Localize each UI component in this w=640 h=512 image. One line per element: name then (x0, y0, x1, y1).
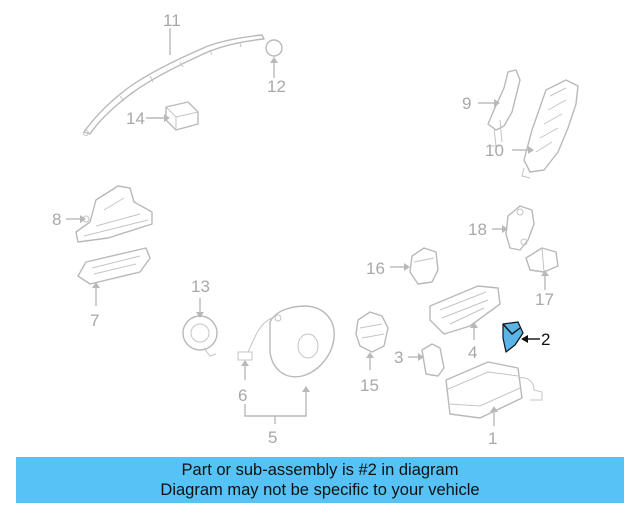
callout-3: 3 (394, 348, 424, 367)
svg-text:12: 12 (267, 77, 286, 96)
callout-18: 18 (468, 220, 508, 239)
callout-2: 2 (521, 330, 550, 349)
part-9-pillar-trim (487, 69, 521, 147)
callout-7: 7 (90, 282, 100, 330)
part-1-airbag-module (445, 361, 543, 419)
callout-10: 10 (485, 141, 534, 160)
callout-6: 6 (238, 360, 249, 405)
svg-text:1: 1 (488, 429, 497, 448)
banner-line-2: Diagram may not be specific to your vehi… (160, 481, 480, 499)
svg-text:14: 14 (126, 109, 145, 128)
svg-text:5: 5 (268, 428, 277, 447)
banner-line-1: Part or sub-assembly is #2 in diagram (181, 461, 459, 479)
callout-9: 9 (462, 94, 500, 113)
callout-14: 14 (126, 109, 170, 128)
svg-text:18: 18 (468, 220, 487, 239)
svg-text:15: 15 (360, 376, 379, 395)
callout-5: 5 (244, 386, 310, 447)
info-banner: Part or sub-assembly is #2 in diagram Di… (16, 457, 624, 503)
svg-text:17: 17 (535, 290, 554, 309)
part-5-driver-airbag (237, 305, 335, 378)
part-7-knee-airbag (77, 247, 151, 285)
callout-8: 8 (52, 210, 86, 229)
part-8-bracket (75, 185, 153, 243)
callout-16: 16 (366, 259, 410, 278)
svg-text:11: 11 (163, 11, 181, 30)
parts-diagram: 11 12 14 9 10 (52, 11, 579, 448)
part-11-curtain-airbag (83, 34, 265, 136)
part-2-highlighted (502, 321, 524, 353)
svg-text:2: 2 (541, 330, 550, 349)
svg-text:16: 16 (366, 259, 385, 278)
part-15-sensor (355, 311, 389, 353)
part-10-side-airbag (521, 79, 579, 179)
part-13-clockspring (182, 315, 218, 357)
callout-4: 4 (468, 322, 478, 362)
svg-text:6: 6 (238, 386, 247, 405)
part-14-sensor-module (165, 101, 199, 131)
svg-text:7: 7 (90, 311, 99, 330)
part-16-sensor (409, 247, 439, 285)
callout-11: 11 (163, 11, 181, 55)
part-17-sensor (525, 247, 559, 273)
svg-text:4: 4 (468, 343, 477, 362)
part-4-passenger-airbag (429, 285, 501, 335)
callout-15: 15 (360, 352, 379, 395)
part-3-bracket (421, 343, 445, 377)
callout-1: 1 (488, 406, 498, 448)
svg-text:9: 9 (462, 94, 471, 113)
svg-text:13: 13 (191, 277, 210, 296)
callout-12: 12 (267, 57, 286, 96)
callout-17: 17 (535, 270, 554, 309)
svg-text:3: 3 (394, 348, 403, 367)
part-18-bracket (505, 205, 535, 251)
svg-text:10: 10 (485, 141, 504, 160)
svg-text:8: 8 (52, 210, 61, 229)
callout-13: 13 (191, 277, 210, 318)
